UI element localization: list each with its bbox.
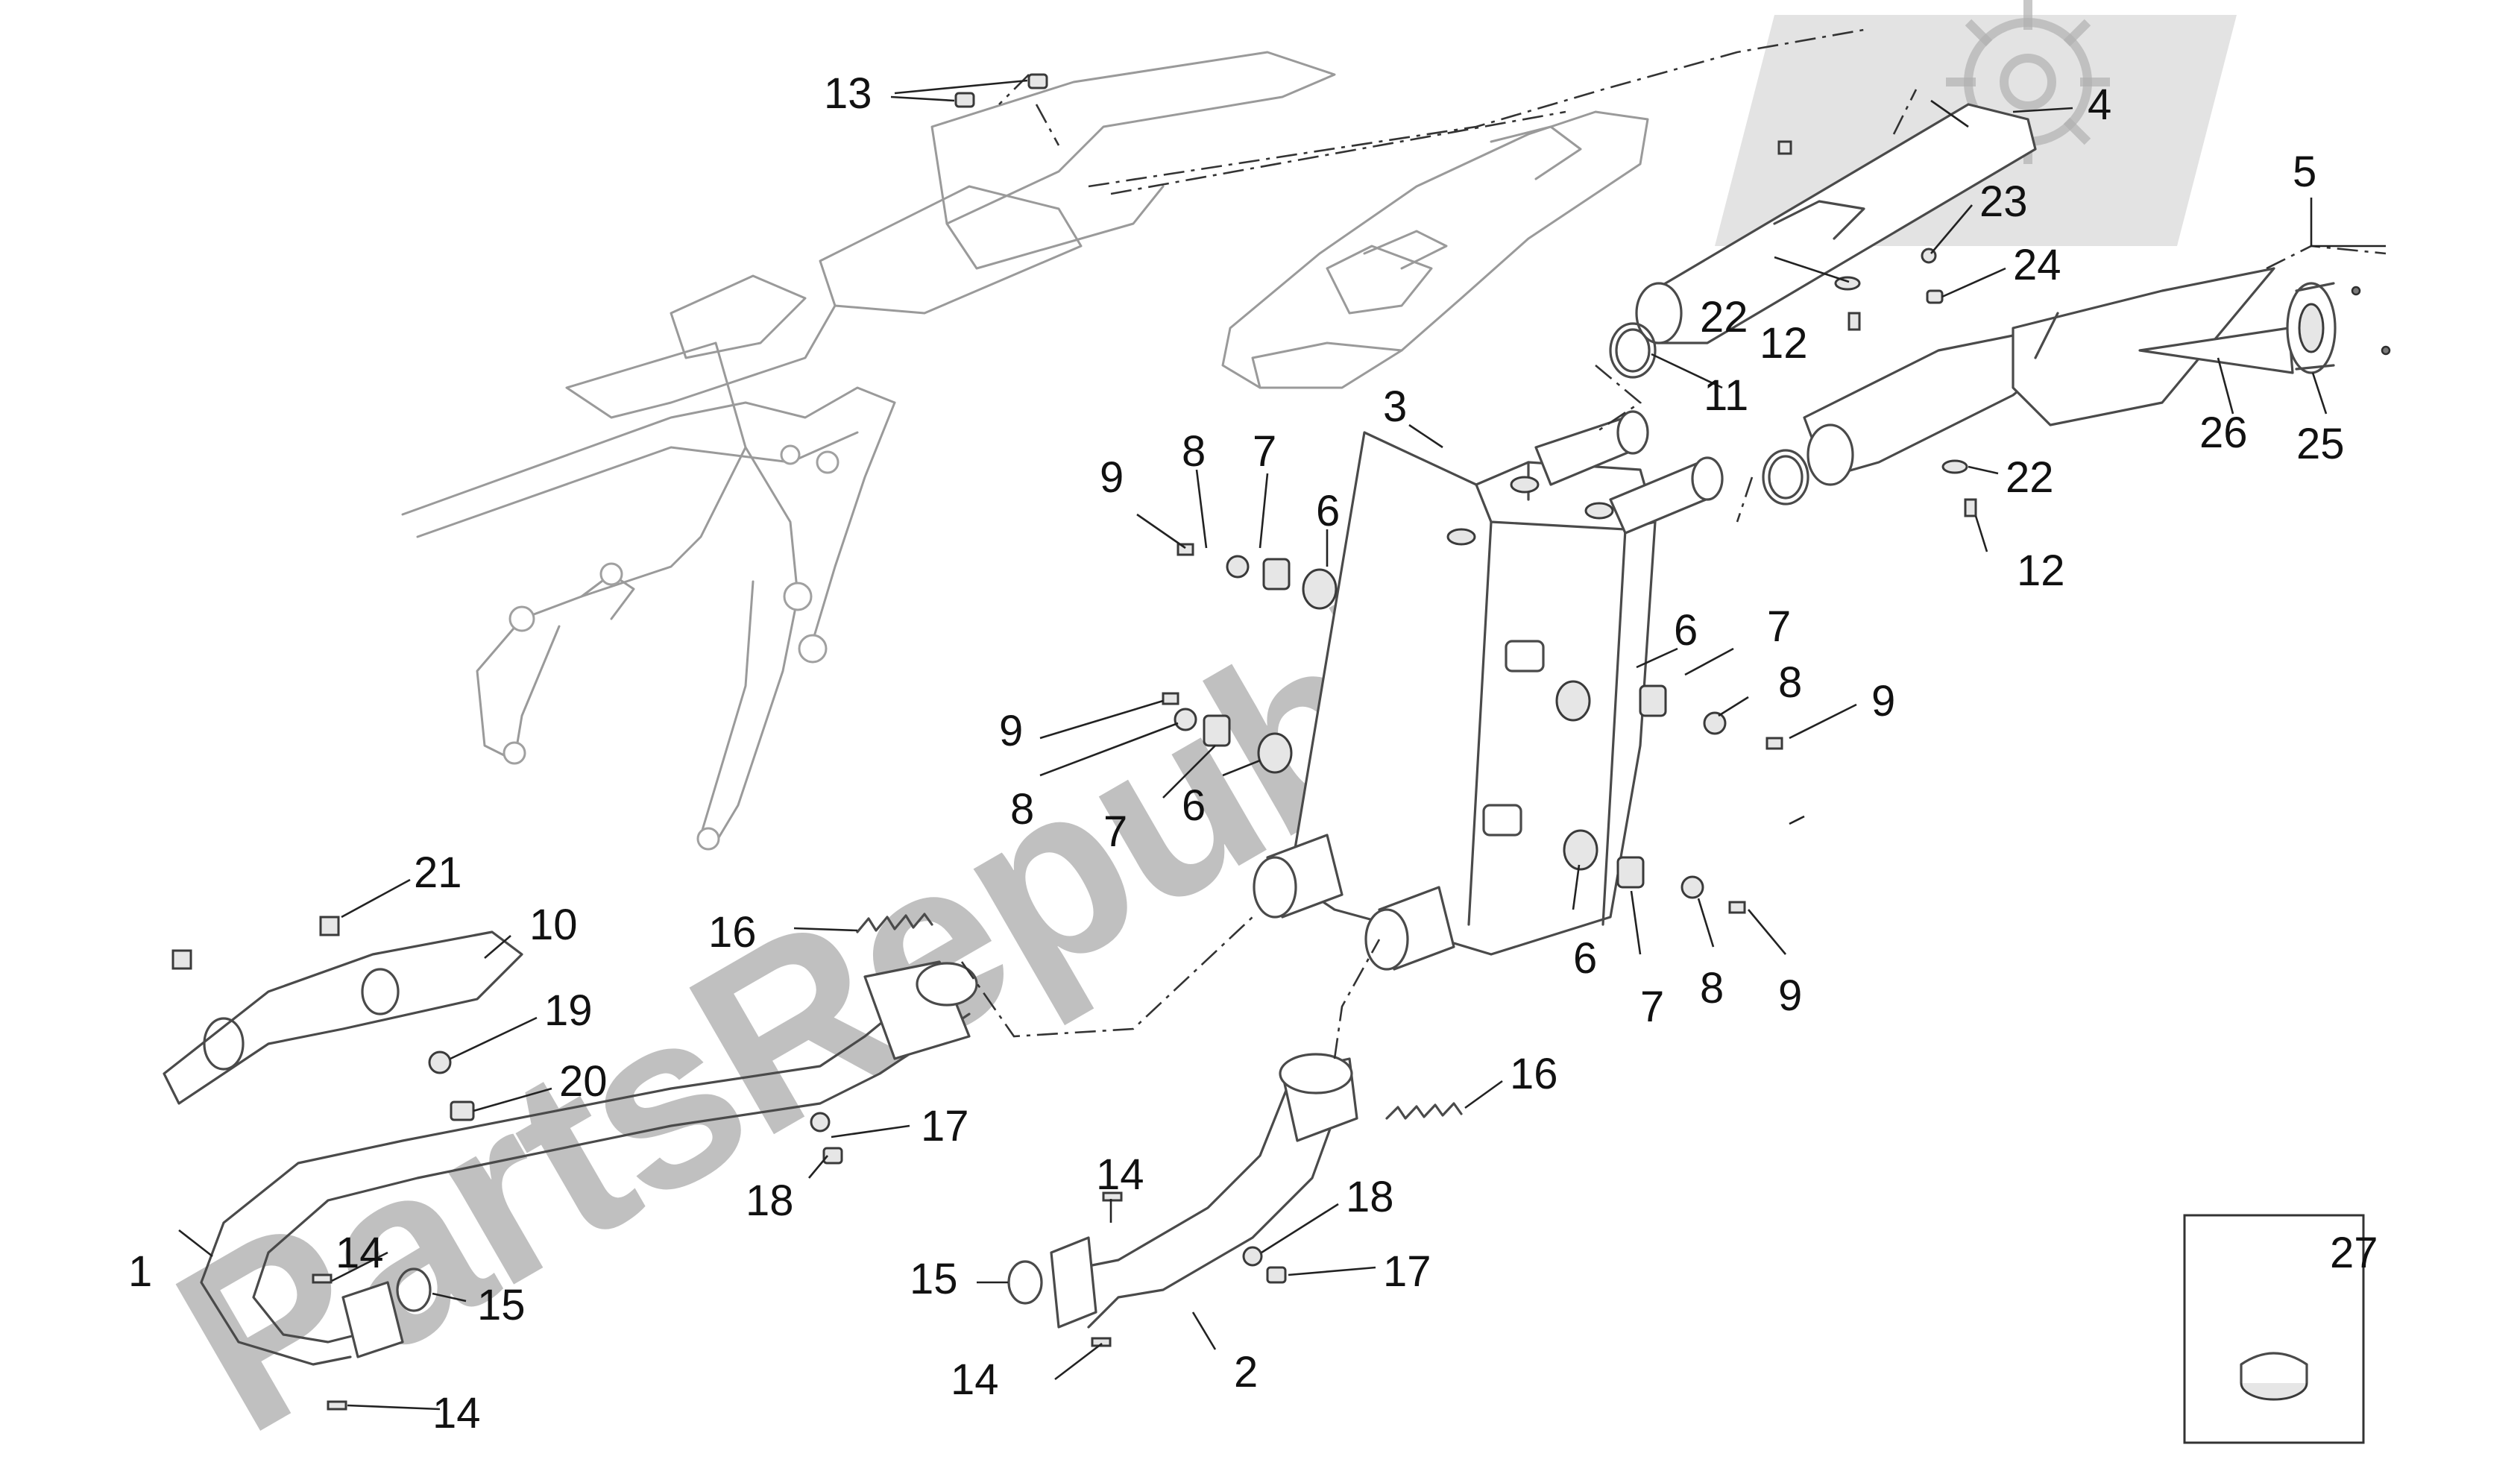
callout-20: 20 bbox=[559, 1057, 608, 1106]
callout-8: 8 bbox=[1010, 785, 1034, 834]
callout-23: 23 bbox=[1979, 177, 2028, 226]
callout-13: 13 bbox=[824, 69, 872, 118]
callout-14: 14 bbox=[1096, 1150, 1144, 1199]
callout-7: 7 bbox=[1640, 983, 1664, 1031]
end-cap bbox=[2138, 282, 2391, 374]
callout-22: 22 bbox=[1700, 293, 1748, 341]
callout-16: 16 bbox=[708, 908, 757, 957]
callout-14: 14 bbox=[951, 1355, 999, 1404]
callout-9: 9 bbox=[1100, 453, 1124, 502]
callout-6: 6 bbox=[1316, 487, 1340, 535]
callout-15: 15 bbox=[477, 1281, 526, 1329]
callout-9: 9 bbox=[1778, 971, 1802, 1020]
callout-6: 6 bbox=[1674, 606, 1698, 655]
callout-labels: 1 2 3 4 5 6 6 6 6 7 7 7 7 8 8 8 8 9 9 9 … bbox=[128, 69, 2378, 1437]
callout-5: 5 bbox=[2293, 148, 2316, 196]
callout-18: 18 bbox=[746, 1177, 794, 1225]
header-pipe-front bbox=[200, 960, 978, 1366]
rear-frame bbox=[401, 51, 1336, 851]
callout-10: 10 bbox=[529, 901, 578, 949]
callout-17: 17 bbox=[1383, 1247, 1431, 1296]
callout-7: 7 bbox=[1253, 427, 1276, 476]
callout-18: 18 bbox=[1346, 1173, 1394, 1221]
hardware bbox=[171, 73, 1977, 1411]
callout-4: 4 bbox=[2088, 81, 2111, 129]
callout-24: 24 bbox=[2013, 241, 2061, 289]
callout-16: 16 bbox=[1510, 1050, 1558, 1098]
callout-8: 8 bbox=[1778, 658, 1802, 707]
leader-lines bbox=[178, 79, 2386, 1411]
springs bbox=[856, 913, 1463, 1120]
watermark: PartsRepublik bbox=[135, 0, 2237, 1474]
callout-2: 2 bbox=[1234, 1348, 1258, 1396]
callout-27: 27 bbox=[2330, 1229, 2378, 1277]
callout-8: 8 bbox=[1182, 427, 1206, 476]
callout-25: 25 bbox=[2296, 420, 2345, 468]
callout-7: 7 bbox=[1767, 602, 1791, 651]
inset-box-27 bbox=[2183, 1214, 2365, 1444]
callout-9: 9 bbox=[1871, 677, 1895, 725]
silencer-box bbox=[1253, 410, 1724, 971]
callout-11: 11 bbox=[1704, 371, 1748, 420]
callout-8: 8 bbox=[1700, 964, 1724, 1012]
callout-19: 19 bbox=[544, 986, 593, 1035]
rear-fender bbox=[1221, 110, 1649, 389]
pipe-clamps bbox=[1609, 322, 1809, 505]
callout-3: 3 bbox=[1383, 382, 1407, 431]
assembly-lines bbox=[960, 28, 2387, 1059]
callout-26: 26 bbox=[2199, 409, 2248, 457]
callout-1: 1 bbox=[128, 1247, 152, 1296]
callout-21: 21 bbox=[414, 848, 462, 897]
heat-shield bbox=[163, 930, 523, 1105]
callout-12: 12 bbox=[1760, 319, 1808, 368]
callout-15: 15 bbox=[910, 1255, 958, 1303]
callout-6: 6 bbox=[1573, 934, 1597, 983]
callout-9: 9 bbox=[999, 707, 1023, 755]
callout-12: 12 bbox=[2017, 547, 2065, 595]
callout-14: 14 bbox=[432, 1389, 481, 1437]
callout-7: 7 bbox=[1103, 807, 1127, 856]
callout-14: 14 bbox=[336, 1229, 384, 1277]
header-pipe-rear bbox=[1050, 1053, 1358, 1329]
callout-17: 17 bbox=[921, 1102, 969, 1150]
callout-6: 6 bbox=[1182, 781, 1206, 830]
callout-22: 22 bbox=[2006, 453, 2054, 502]
